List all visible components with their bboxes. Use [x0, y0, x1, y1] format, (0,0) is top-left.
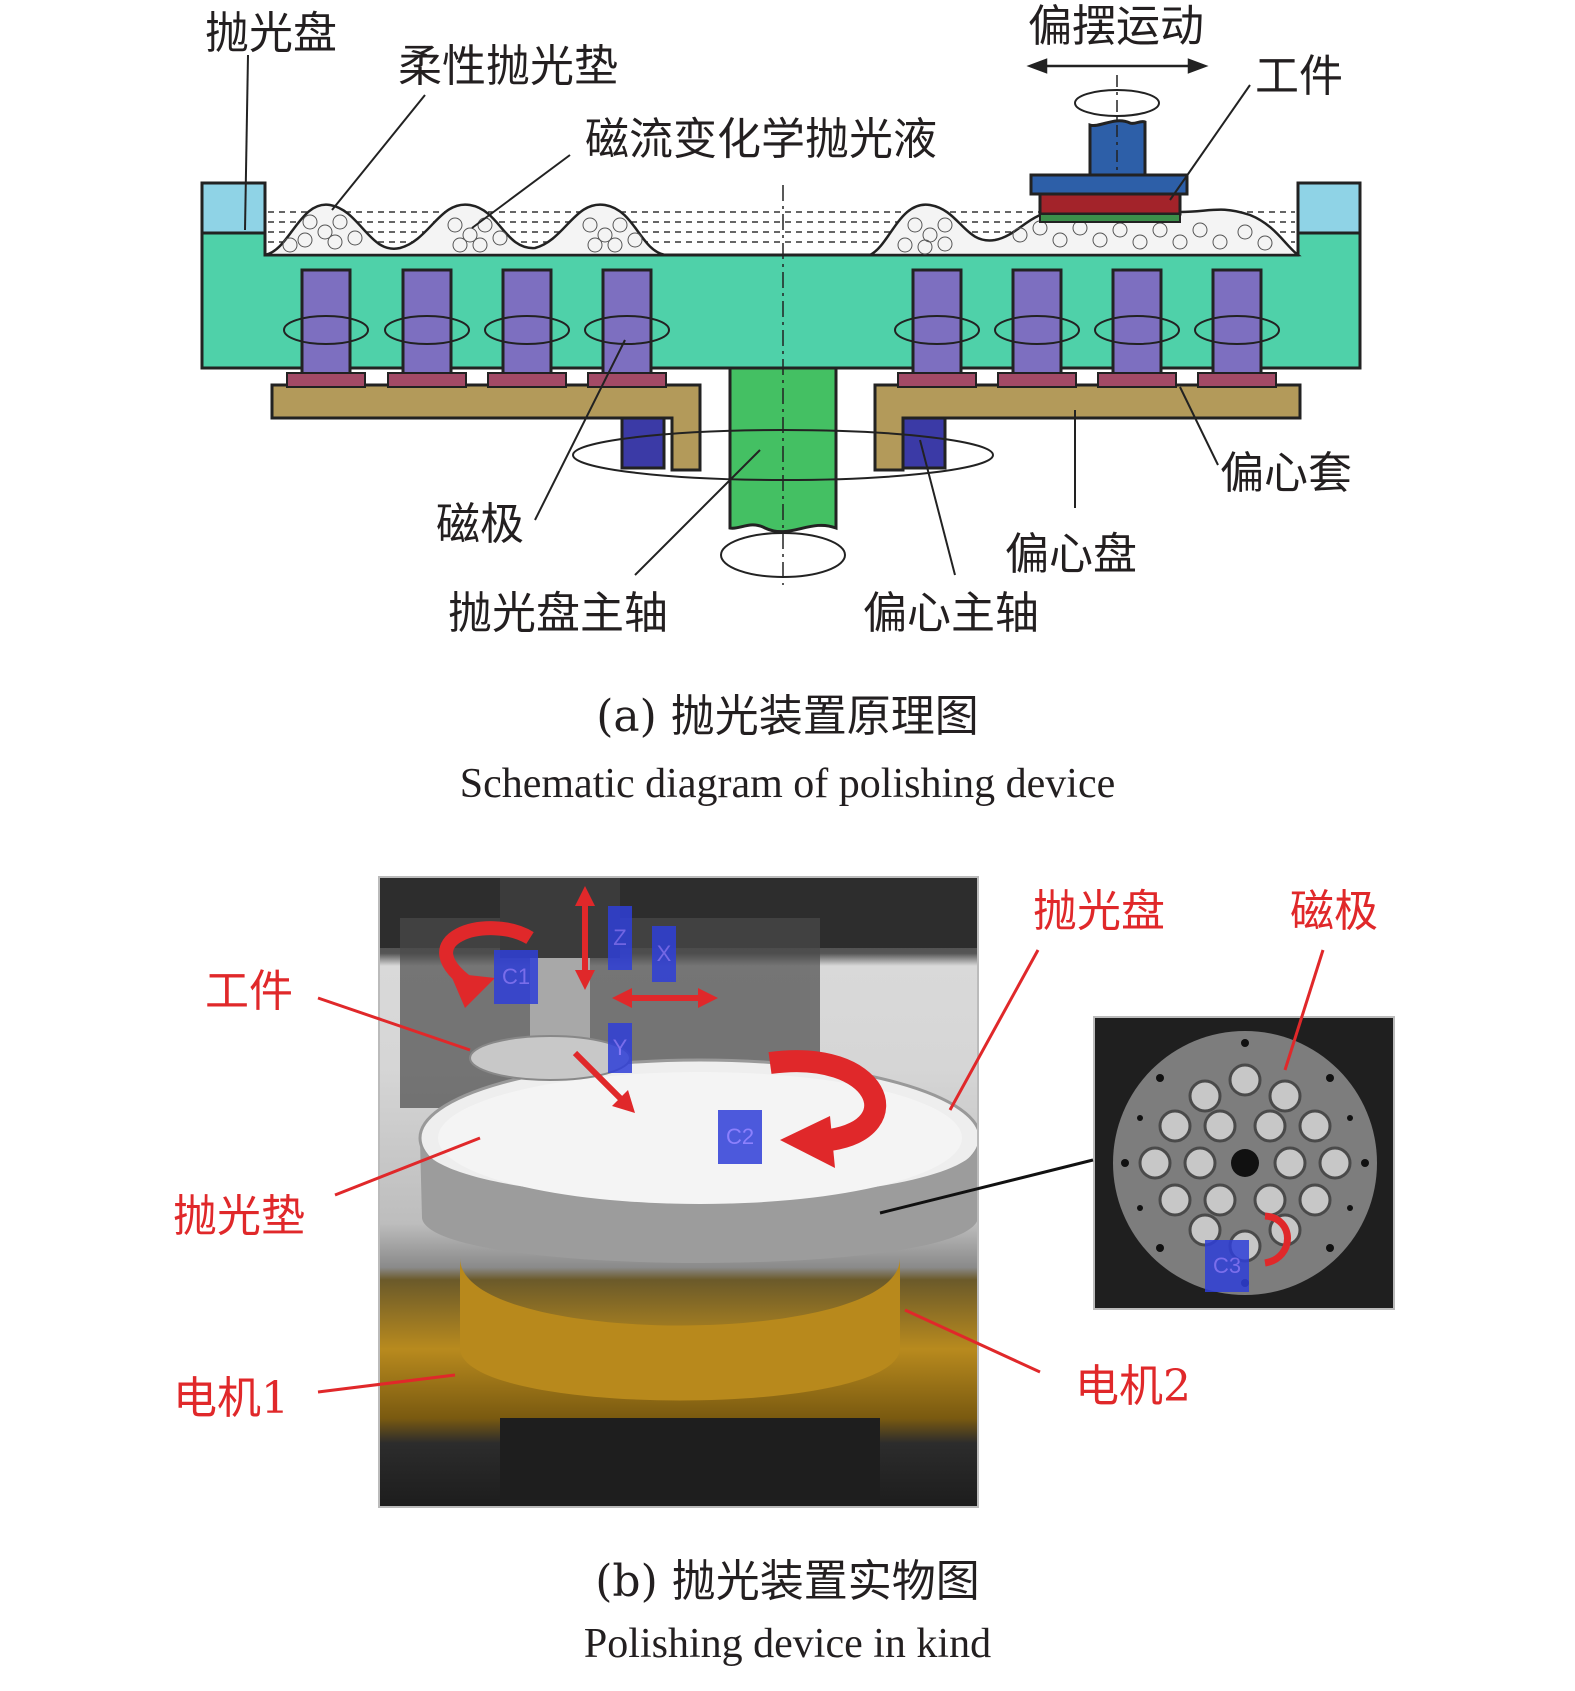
magnetic-pole	[911, 268, 963, 382]
photo-motor-drum	[460, 1258, 900, 1401]
caption-b-cn: (b) 抛光装置实物图	[595, 1556, 980, 1607]
photo-label-magnetic-pole: 磁极	[1290, 886, 1378, 937]
pole-rotation-marks	[283, 315, 1280, 345]
disk-rim-right	[1296, 181, 1362, 235]
magnetic-pole-plate-photo: C3	[1093, 1016, 1395, 1310]
leader-lines	[244, 54, 1251, 576]
caption-a-cn: (a) 抛光装置原理图	[596, 691, 979, 742]
photo-workpiece	[469, 1035, 631, 1081]
eccentric-spindle-left	[620, 416, 666, 470]
label-workpiece: 工件	[1255, 51, 1343, 102]
photo-spindle-head	[500, 878, 620, 958]
label-disk-spindle: 抛光盘主轴	[448, 588, 668, 639]
label-magnetic-pole: 磁极	[436, 499, 524, 550]
workpiece-pad	[1039, 213, 1181, 223]
pole-plate-artwork	[1113, 1031, 1377, 1295]
swing-arrow	[1026, 58, 1209, 74]
magnetic-pole	[501, 268, 553, 382]
device-photo: Z X C1 Y C2	[378, 876, 979, 1508]
photo-label-motor2: 电机2	[1075, 1361, 1191, 1412]
label-mr-fluid: 磁流变化学抛光液	[585, 114, 937, 165]
workpiece-shaft	[1088, 119, 1147, 177]
axis-tag-c3: C3	[1205, 1240, 1249, 1292]
magnetic-pole	[1011, 268, 1063, 382]
axis-tag-z: Z	[608, 906, 632, 970]
flexible-pad-right	[869, 203, 1302, 257]
label-flexible-pad: 柔性抛光垫	[398, 41, 618, 92]
schematic-diagram	[200, 54, 1362, 585]
photo-artwork	[380, 878, 977, 1506]
photo-label-polishing-pad: 抛光垫	[173, 1191, 305, 1242]
magnetic-pole	[401, 268, 453, 382]
photo-rotation-arrow-c1	[439, 921, 534, 994]
label-polishing-disk: 抛光盘	[205, 8, 337, 59]
pad-particles	[282, 214, 1273, 255]
axis-tag-c2: C2	[718, 1110, 762, 1164]
workpiece-rotation-mark	[1074, 89, 1160, 117]
eccentric-disk-left	[270, 383, 702, 472]
label-eccentric-sleeve: 偏心套	[1220, 448, 1352, 499]
magnetic-pole	[300, 268, 352, 382]
axis-tag-c1: C1	[494, 950, 538, 1004]
label-eccentric-spindle: 偏心主轴	[863, 588, 1039, 639]
photo-label-motor1: 电机1	[173, 1373, 289, 1424]
axis-tag-x: X	[652, 926, 676, 982]
photo-label-workpiece: 工件	[205, 966, 293, 1017]
workpiece-carrier	[1029, 173, 1189, 196]
eccentric-spindle-right	[901, 416, 947, 470]
label-swing-motion: 偏摆运动	[1028, 1, 1204, 52]
label-eccentric-disk: 偏心盘	[1005, 529, 1137, 580]
magnetic-pole	[1111, 268, 1163, 382]
caption-b-en: Polishing device in kind	[583, 1621, 992, 1667]
eccentric-sleeves	[286, 372, 1277, 388]
photo-label-polishing-disk: 抛光盘	[1033, 886, 1165, 937]
axis-tag-y: Y	[608, 1023, 632, 1073]
workpiece-body	[1038, 192, 1182, 216]
pole-rotation-arrow-c3	[1264, 1212, 1291, 1267]
photo-rotation-arrow-c2	[768, 1050, 886, 1151]
magnetic-pole	[601, 268, 653, 382]
disk-rim-left	[200, 181, 267, 235]
photo-arrow-y	[572, 1050, 628, 1106]
magnetic-pole	[1211, 268, 1263, 382]
caption-a-en: Schematic diagram of polishing device	[459, 761, 1116, 807]
